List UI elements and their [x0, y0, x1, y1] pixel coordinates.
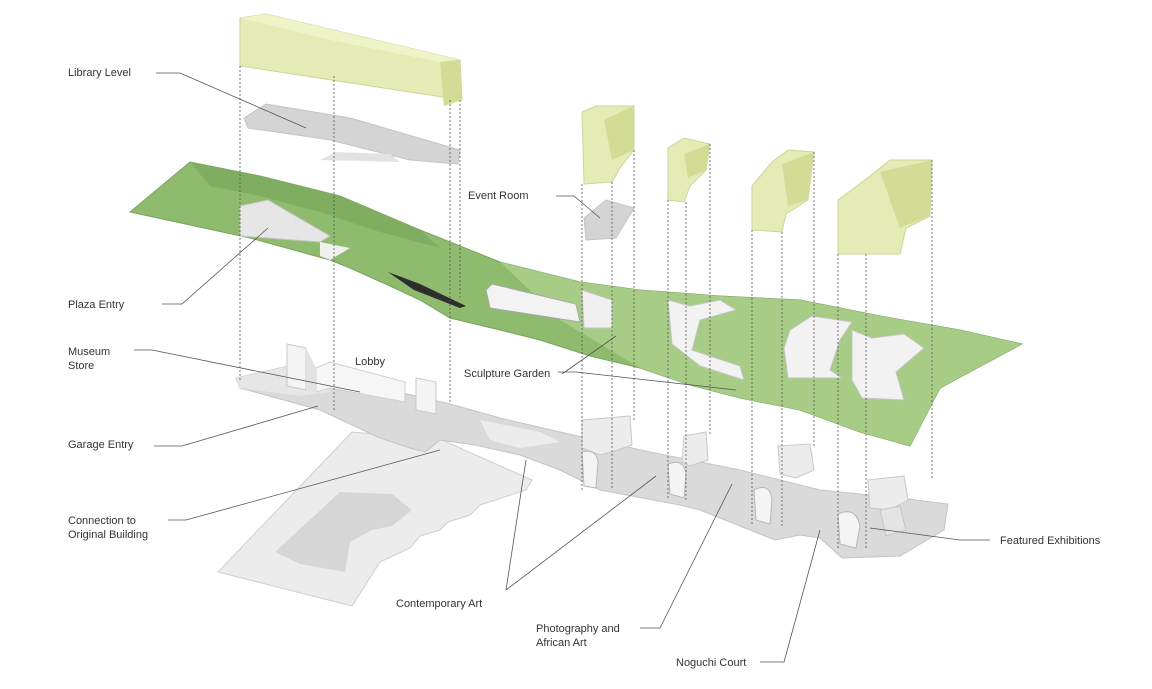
label-noguchi-court: Noguchi Court	[676, 657, 747, 669]
pavilion-skylight-3	[751, 149, 815, 233]
pavilion-skylight-1	[581, 105, 635, 185]
leader-lines	[134, 72, 990, 663]
pavilion-skylight-4	[837, 159, 933, 255]
label-library-level: Library Level	[68, 67, 131, 79]
label-plaza-entry: Plaza Entry	[68, 299, 125, 311]
label-sculpture-garden: Sculpture Garden	[464, 368, 551, 380]
event-room-plate	[583, 199, 635, 241]
label-contemporary-art: Contemporary Art	[396, 598, 483, 610]
green-roof-surface	[128, 161, 1024, 447]
label-museum-store: Museum Store	[68, 346, 111, 372]
label-lobby: Lobby	[355, 356, 385, 368]
original-building-footprint	[217, 431, 533, 607]
label-featured-exhibitions: Featured Exhibitions	[1000, 535, 1101, 547]
library-level-plate	[243, 103, 461, 165]
pavilion-skylight-2	[667, 137, 711, 203]
label-garage-entry: Garage Entry	[68, 439, 134, 451]
label-photography-african-art: Photography and African Art	[536, 623, 620, 649]
alignment-lines	[239, 66, 933, 550]
label-event-room: Event Room	[468, 190, 529, 202]
library-skylight-volume	[239, 13, 463, 106]
pavilion-cores	[581, 415, 909, 549]
lobby-walls	[286, 343, 437, 415]
label-connection-original-building: Connection to Original Building	[68, 515, 149, 541]
